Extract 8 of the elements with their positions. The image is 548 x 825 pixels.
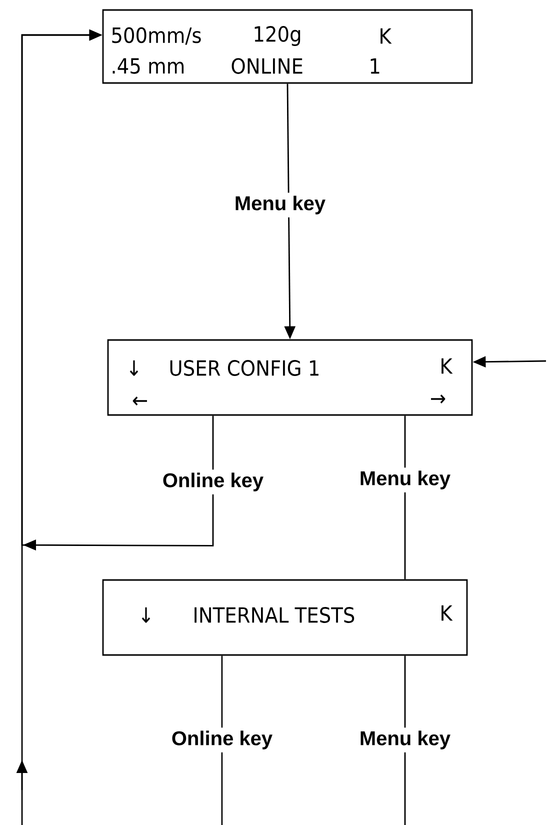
edge-label: Menu key bbox=[356, 468, 454, 492]
edge-label: Menu key bbox=[356, 728, 454, 752]
display-box: ↓ INTERNAL TESTS K bbox=[102, 579, 468, 656]
display-box: 500mm/s 120g K .45 mm ONLINE 1 bbox=[102, 9, 473, 84]
display-box: ↓ USER CONFIG 1 K ← → bbox=[107, 339, 473, 416]
edge-label: Menu key bbox=[231, 192, 329, 218]
edge-label: Online key bbox=[168, 728, 276, 752]
edge-label: Online key bbox=[159, 470, 267, 494]
